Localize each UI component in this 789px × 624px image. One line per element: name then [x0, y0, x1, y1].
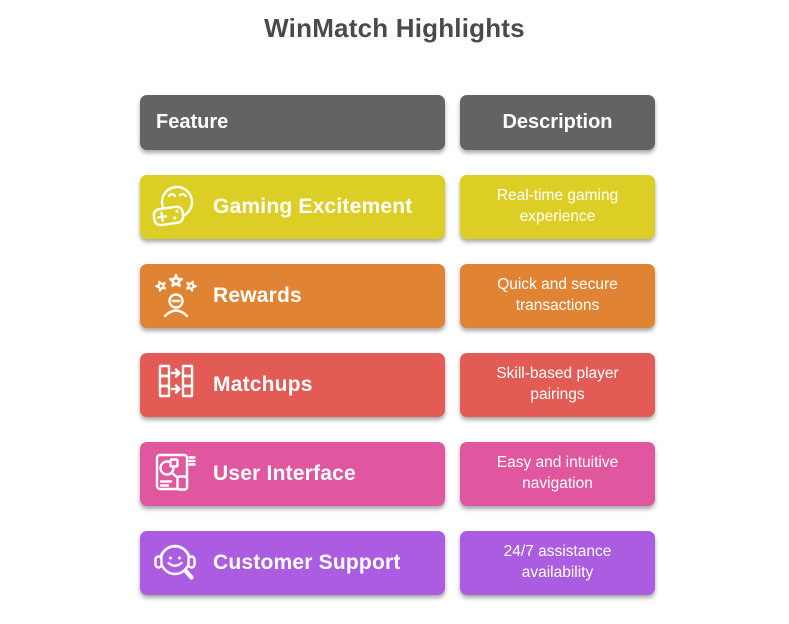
highlights-table: Feature Description Gam — [140, 95, 789, 595]
description-text: Easy and intuitive navigation — [496, 454, 619, 492]
description-text: 24/7 assistance availability — [503, 543, 612, 581]
description-header-label: Description — [502, 111, 613, 133]
description-text: Skill-based player pairings — [496, 365, 619, 403]
ui-wireframe-icon — [150, 448, 202, 500]
feature-label: User Interface — [213, 462, 356, 485]
description-cell-customer-support: 24/7 assistance availability — [460, 531, 655, 595]
feature-cell-matchups: Matchups — [140, 353, 445, 417]
feature-cell-gaming-excitement: Gaming Excitement — [140, 175, 445, 239]
gamepad-smiley-icon — [150, 181, 202, 233]
feature-label: Gaming Excitement — [213, 195, 413, 218]
support-headset-icon — [150, 537, 202, 589]
description-cell-user-interface: Easy and intuitive navigation — [460, 442, 655, 506]
feature-cell-rewards: Rewards — [140, 264, 445, 328]
feature-label: Rewards — [213, 284, 302, 307]
description-text: Quick and secure transactions — [497, 276, 618, 314]
feature-cell-customer-support: Customer Support — [140, 531, 445, 595]
matching-columns-icon — [150, 359, 202, 411]
star-person-icon — [150, 270, 202, 322]
feature-column-header: Feature — [140, 95, 445, 150]
description-column-header: Description — [460, 95, 655, 150]
feature-label: Customer Support — [213, 551, 401, 574]
page-title: WinMatch Highlights — [264, 13, 525, 43]
feature-header-label: Feature — [156, 111, 229, 133]
description-cell-matchups: Skill-based player pairings — [460, 353, 655, 417]
feature-cell-user-interface: User Interface — [140, 442, 445, 506]
description-cell-gaming-excitement: Real-time gaming experience — [460, 175, 655, 239]
description-cell-rewards: Quick and secure transactions — [460, 264, 655, 328]
description-text: Real-time gaming experience — [496, 187, 619, 225]
feature-label: Matchups — [213, 373, 313, 396]
